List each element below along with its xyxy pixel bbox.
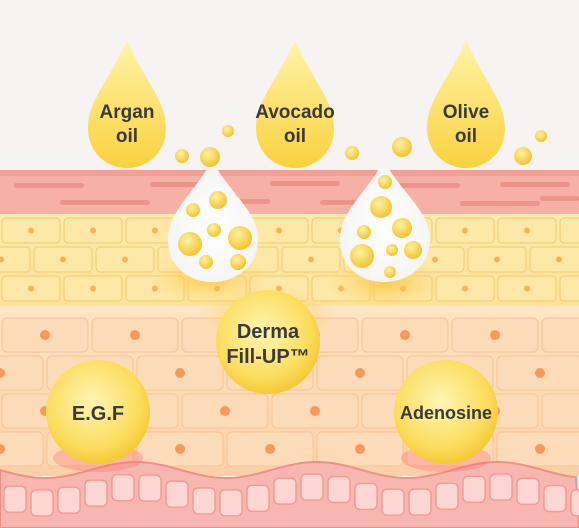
oil-bubbles xyxy=(175,125,547,278)
argan-oil-drop xyxy=(88,40,166,168)
adenosine-circle xyxy=(394,360,498,464)
stratum-corneum-layer xyxy=(0,170,579,216)
egf-label: E.G.F xyxy=(72,403,124,425)
ingredient-circles xyxy=(46,290,498,464)
derma-fill-up-circle xyxy=(216,290,320,394)
egf-circle xyxy=(46,360,150,464)
basal-cells xyxy=(0,460,579,528)
olive-oil-label-line2: oil xyxy=(455,126,477,147)
derma-fill-up-label-line2: Fill-UP™ xyxy=(226,346,309,368)
argan-oil-label-line2: oil xyxy=(116,126,138,147)
argan-oil-label-line1: Argan xyxy=(100,102,155,123)
adenosine-label: Adenosine xyxy=(400,403,492,423)
olive-oil-label-line1: Olive xyxy=(443,102,489,123)
avocado-oil-drop xyxy=(256,40,334,168)
derma-fill-up-label-line1: Derma xyxy=(237,321,300,343)
avocado-oil-label-line2: oil xyxy=(284,126,306,147)
avocado-oil-label-line1: Avocado xyxy=(255,102,335,123)
olive-oil-drop xyxy=(427,40,505,168)
top-oil-drops xyxy=(88,40,505,168)
